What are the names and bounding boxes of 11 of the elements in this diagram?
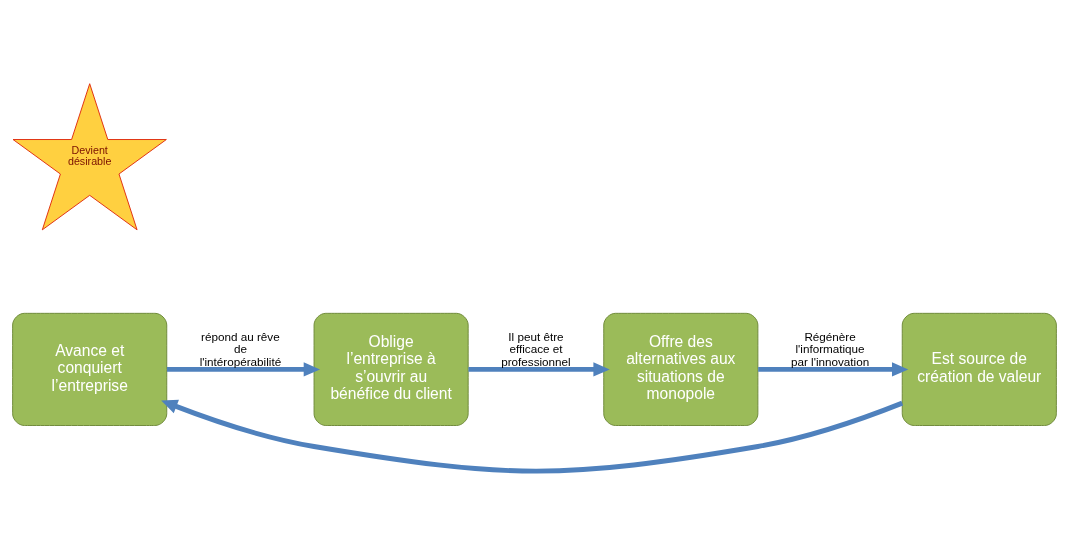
node-box: Est source de création de valeur — [901, 312, 1057, 426]
node-box: Offre des alternatives aux situations de monopole — [603, 312, 759, 426]
arrow — [161, 399, 904, 473]
arrow — [468, 361, 610, 377]
node-box: Oblige l’entreprise à s’ouvrir au bénéfice du client — [313, 312, 469, 426]
edge-label: répond au rêve de l'intéropérabilité — [199, 329, 282, 368]
edge-label: Régénère l'informatique par l'innovation — [790, 329, 870, 368]
edge-label: Il peut être efficace et professionnel — [501, 329, 571, 368]
node-box: Avance et conquiert l’entreprise — [12, 312, 168, 426]
arrow — [758, 361, 909, 377]
arrow — [167, 361, 320, 377]
